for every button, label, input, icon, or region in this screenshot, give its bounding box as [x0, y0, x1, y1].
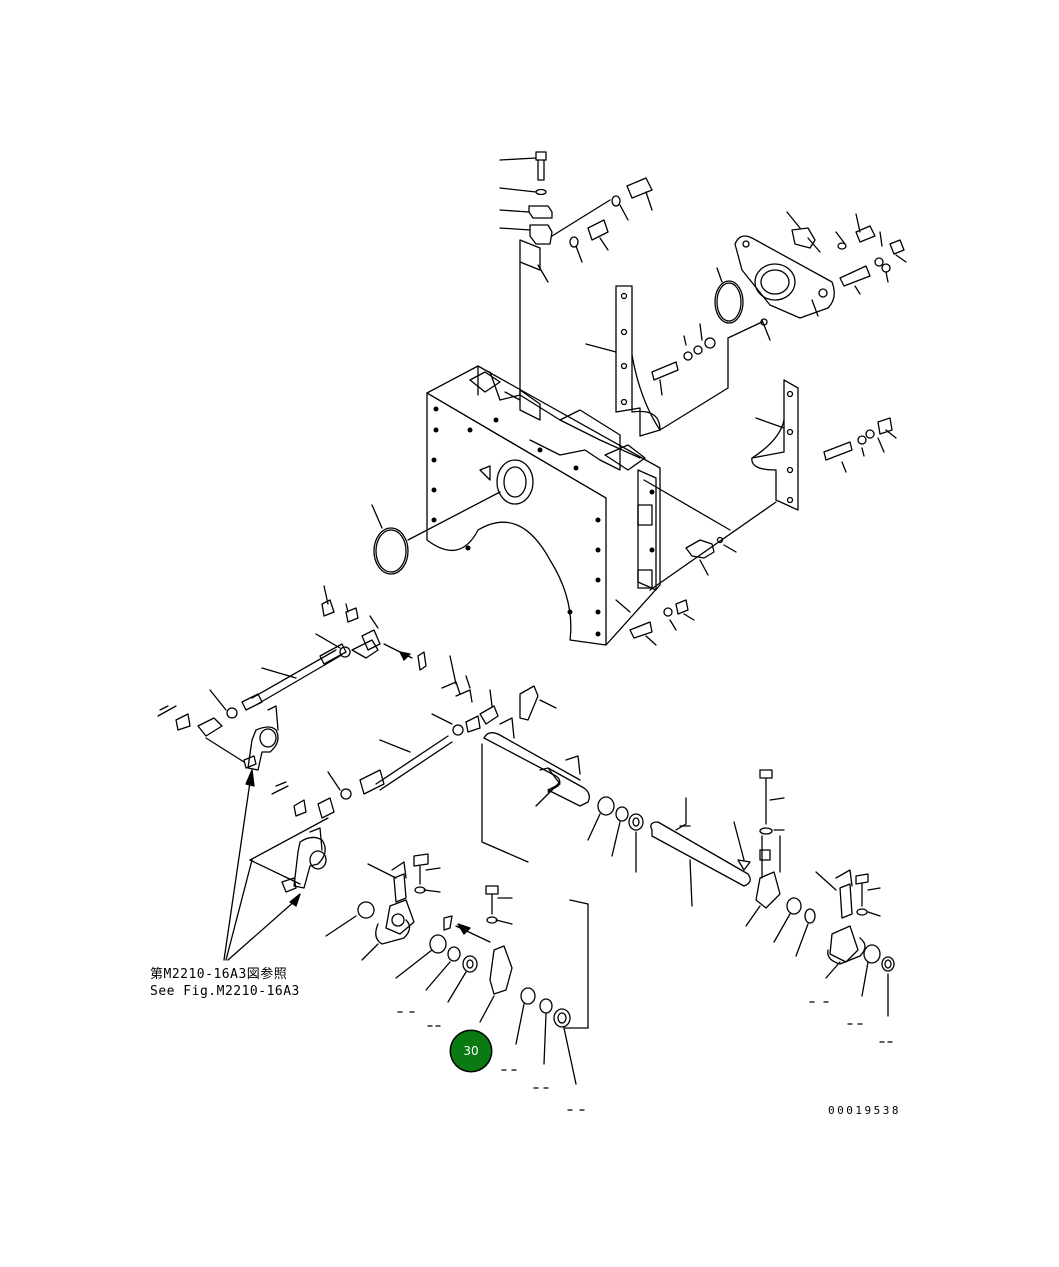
part-callout-30[interactable]: 30: [451, 1031, 491, 1071]
lower-control-rod: [271, 655, 557, 819]
left-bracket: [325, 853, 453, 1027]
cross-shaft: [481, 717, 590, 1029]
reference-arrows: [223, 769, 301, 961]
callout-label: 30: [463, 1044, 479, 1058]
side-plate-lower: [649, 379, 897, 591]
lever-arm-lower: [249, 817, 329, 893]
drawing-number: 00019538: [828, 1104, 901, 1117]
figure-reference-en: See Fig.M2210-16A3: [150, 984, 300, 999]
top-clamp-assembly: [499, 151, 653, 396]
lever-arm-upper: [205, 705, 279, 771]
flange-plate: [714, 211, 907, 341]
figure-reference-note: 第M2210-16A3図参照 See Fig.M2210-16A3: [150, 966, 300, 1000]
bushings-and-washers: [587, 796, 644, 873]
figure-reference-jp: 第M2210-16A3図参照: [150, 967, 288, 982]
center-lever: [395, 885, 585, 1111]
right-bracket: [809, 869, 895, 1043]
main-frame-housing: [426, 365, 661, 646]
side-plate-upper: [585, 285, 763, 437]
frame-bolt-holes: [431, 406, 655, 637]
upper-control-rod: [157, 585, 427, 737]
elbow-fitting: [615, 479, 737, 646]
o-ring-seal: [371, 491, 501, 575]
right-shaft: [650, 769, 816, 957]
